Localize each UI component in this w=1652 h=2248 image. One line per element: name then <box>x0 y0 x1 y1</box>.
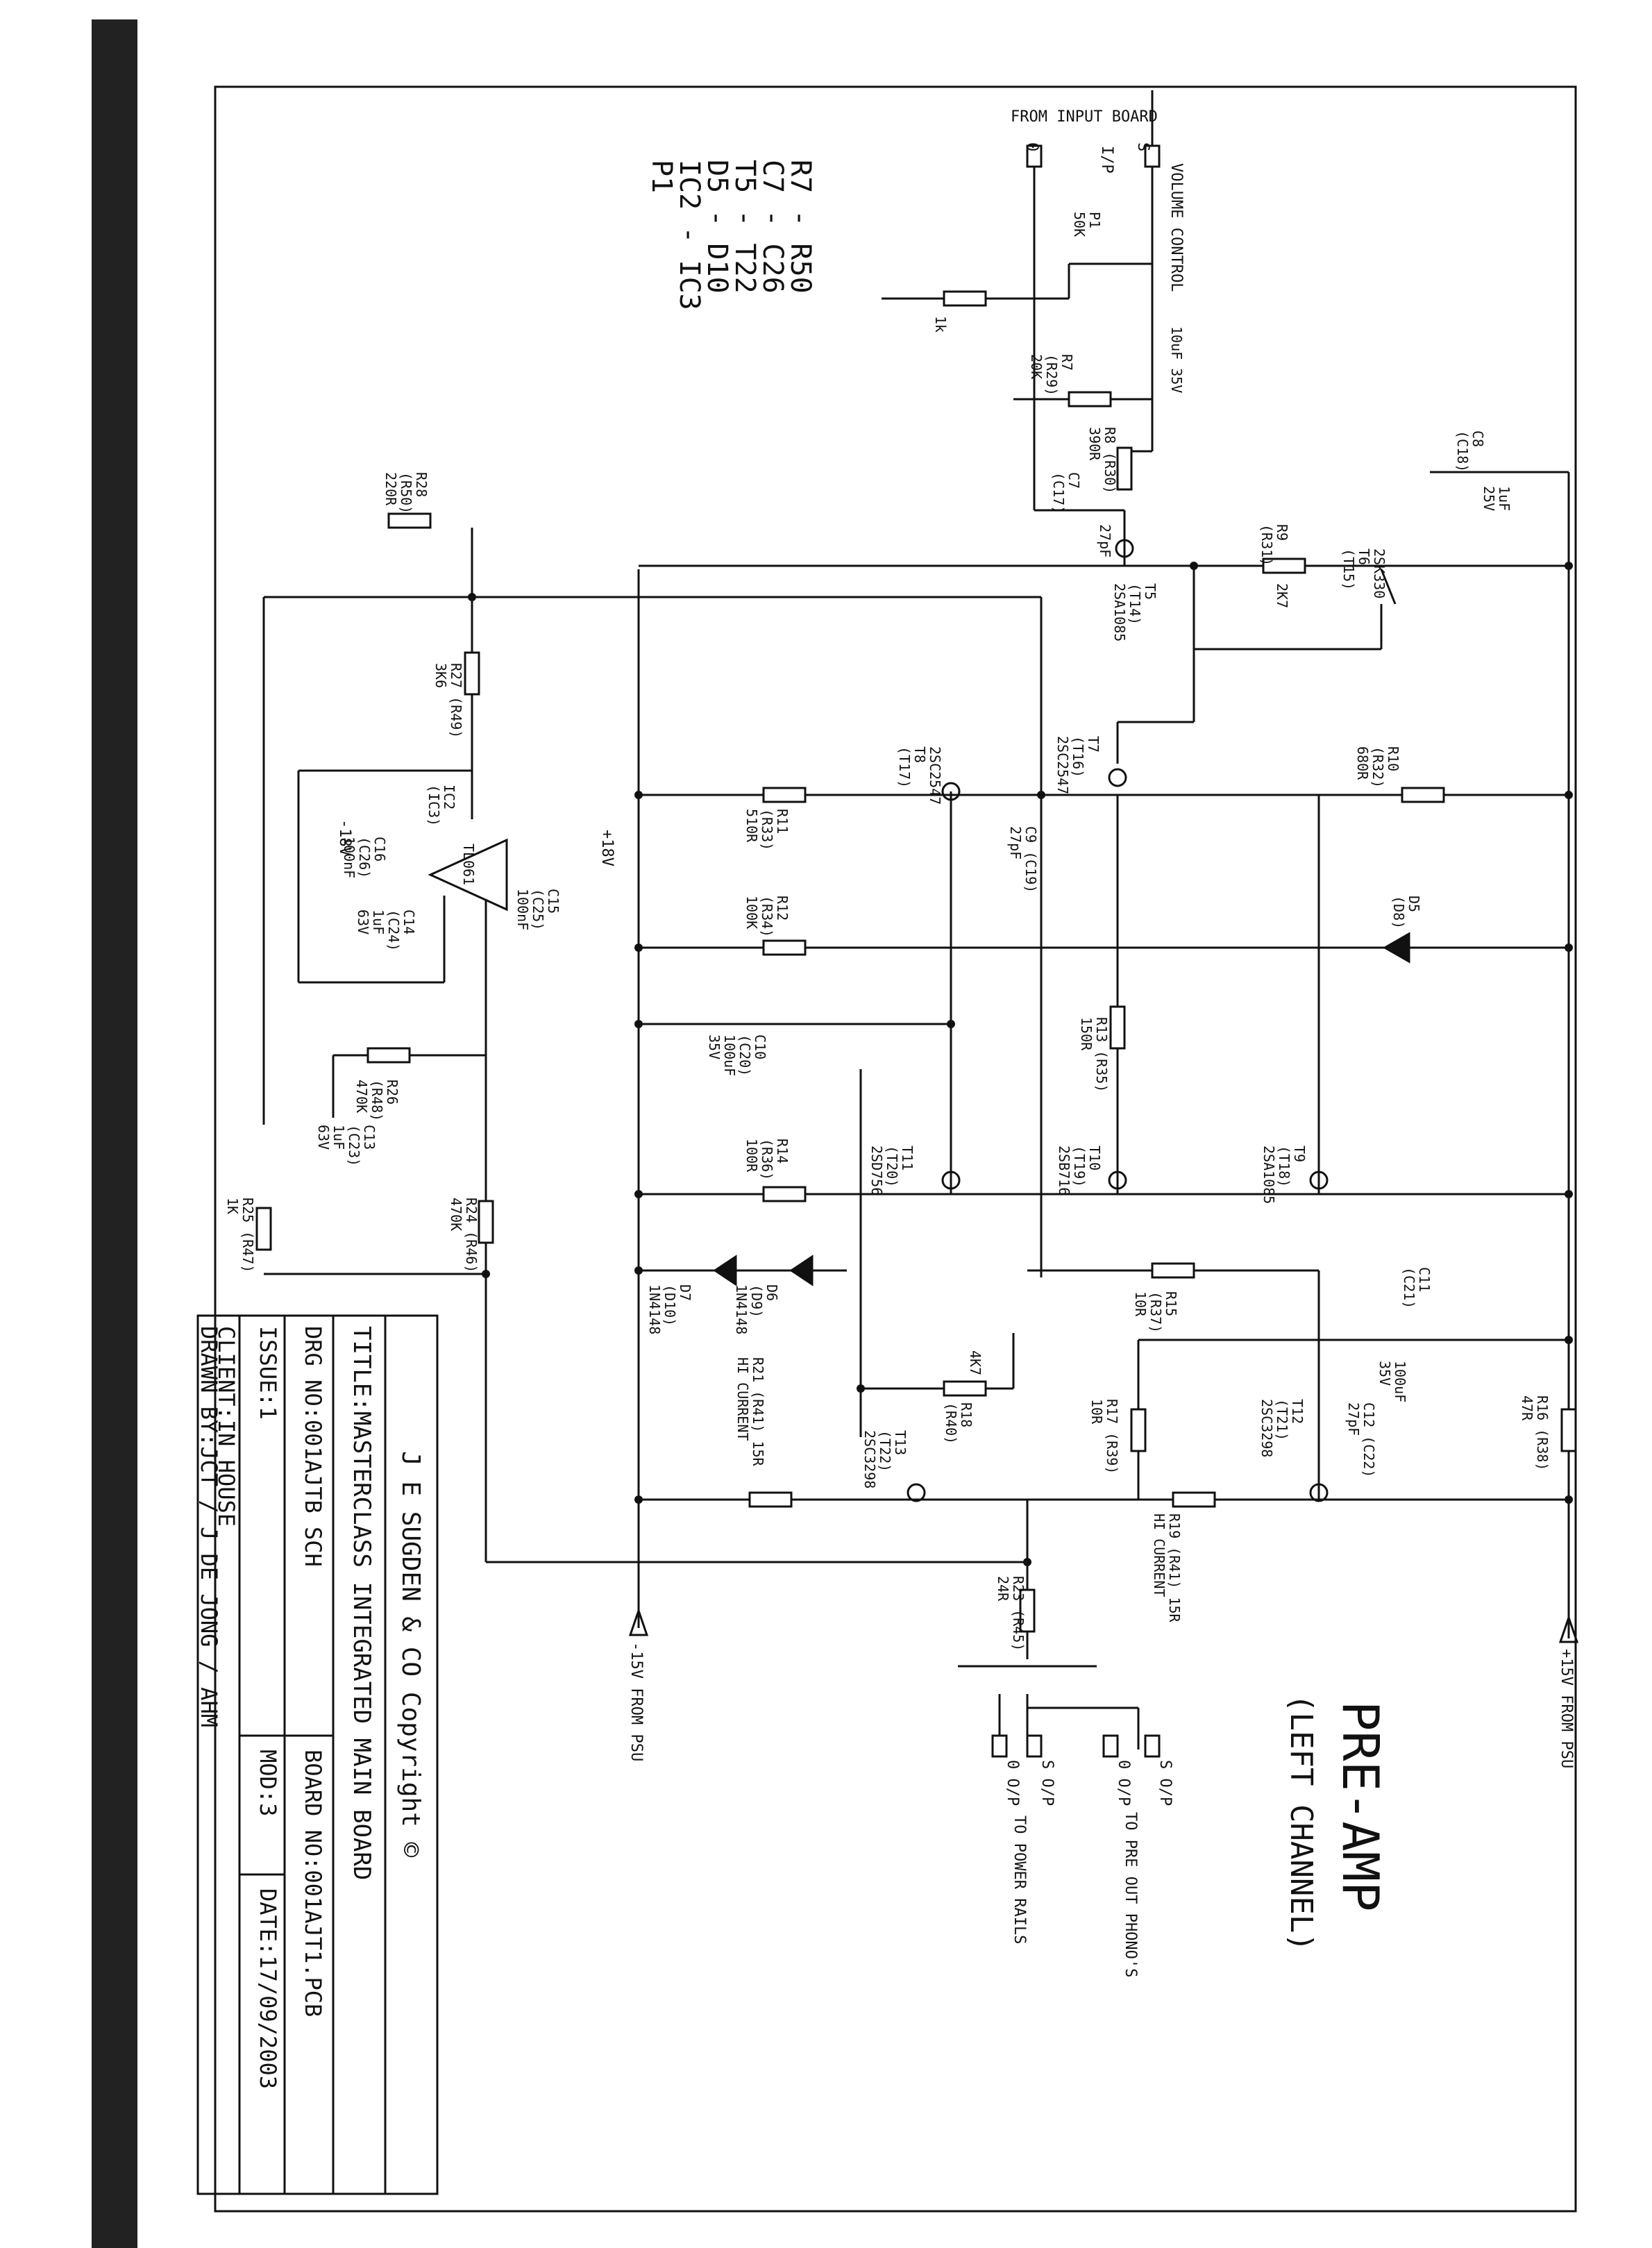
label-r9: R9(R31) <box>1258 524 1290 566</box>
input-header: FROM INPUT BOARD <box>1011 108 1158 126</box>
label-r8: R8 (R30)390R <box>1086 427 1118 494</box>
pre-out-s: S O/P <box>1156 1760 1174 1806</box>
label-r13: R13 (R35)150R <box>1078 1017 1110 1092</box>
label-c16: C16(C26)100nF <box>341 837 388 878</box>
label-r17: R17 (R39)10R <box>1088 1399 1120 1474</box>
subtitle-left-channel: (LEFT CHANNEL) <box>1283 1694 1319 1952</box>
label-t8: 2SC2547T8(T17) <box>896 746 943 805</box>
drawing-frame <box>214 85 1577 2213</box>
tb-mod: MOD:3 <box>255 1750 281 1816</box>
tb-issue: ISSUE:1 <box>255 1326 281 1420</box>
label-r18-val: 4K7 <box>967 1350 984 1375</box>
label-d5: D5(D8) <box>1390 896 1422 929</box>
label-r14: R14(R36)100R <box>743 1139 791 1180</box>
tb-drg: DRG NO:001AJTB SCH <box>300 1326 326 1567</box>
label-r16: R16 (R38)47R <box>1519 1395 1551 1470</box>
note-line-4: D5 - D10 <box>701 160 733 294</box>
label-r19: R19 (R41) 15RHI CURRENT <box>1151 1513 1183 1622</box>
note-line-5: IC2 - IC3 <box>673 160 705 310</box>
label-r24: R24 (R46)470K <box>448 1198 480 1273</box>
tb-title: TITLE:MASTERCLASS INTEGRATED MAIN BOARD <box>348 1326 376 1880</box>
label-t9: T9(T18)2SA1085 <box>1261 1146 1308 1204</box>
label-t12: T12(T21)2SC3298 <box>1258 1399 1306 1457</box>
label-d6: D6(D9)1N4148 <box>733 1284 780 1334</box>
tb-board: BOARD NO:001AJT1.PCB <box>300 1750 326 2017</box>
label-r9-val: 2K7 <box>1274 583 1290 608</box>
pos-supply-label: +15V FROM PSU <box>1558 1649 1575 1768</box>
tb-company: J E SUGDEN & CO Copyright © <box>396 1451 425 1858</box>
label-t13: T13(T22)2SC3298 <box>861 1430 909 1488</box>
label-r1k-in: 1k <box>932 316 949 333</box>
label-c8-val: 1uF25V <box>1481 486 1512 511</box>
rail-out-0: 0 O/P <box>1004 1760 1021 1806</box>
label-d7: D7(D10)1N4148 <box>646 1284 693 1334</box>
note-line-3: T5 - T22 <box>729 160 761 294</box>
label-r26: R26(R48)470K <box>353 1080 401 1121</box>
label-t5: T5(T14)2SA1085 <box>1111 583 1158 641</box>
label-r18: R18(R40) <box>943 1402 975 1444</box>
label-p1: P150K <box>1071 212 1103 237</box>
input-ground-label: 0 <box>1023 142 1040 151</box>
label-t7: T7(T16)2SC2547 <box>1054 736 1102 794</box>
label-c15: C15(C25)100nF <box>514 889 562 930</box>
title-block-frame <box>196 1314 439 2195</box>
tl061-symbol <box>428 838 508 912</box>
label-r21: R21 (R41) 15RHI CURRENT <box>734 1357 766 1466</box>
volume-control-label: VOLUME CONTROL <box>1168 163 1185 292</box>
note-line-2: C7 - C26 <box>757 160 789 294</box>
label-c9: C9 (C19)27pF <box>1007 826 1039 893</box>
label-c7-val: 27pF <box>1097 524 1113 557</box>
label-r27: R27 (R49)3K6 <box>432 663 464 738</box>
label-r15: R15(R37)10R <box>1132 1291 1179 1333</box>
label-c11: C11(C21) <box>1401 1267 1433 1309</box>
label-c10: C10(C20)100uF35V <box>706 1034 768 1076</box>
note-line-6: P1 <box>646 160 677 193</box>
label-r28: R28(R50)220R <box>382 472 430 514</box>
label-c12: C12 (C22)27pF <box>1345 1402 1377 1477</box>
pre-out-caption: TO PRE OUT PHONO'S <box>1122 1812 1139 1977</box>
label-t10: T10(T19)2SB716 <box>1056 1146 1103 1196</box>
title-preamp: PRE-AMP <box>1331 1701 1390 1911</box>
tb-date: DATE:17/09/2003 <box>255 1888 281 2089</box>
label-r23: R23 (R45)24R <box>995 1576 1027 1651</box>
label-tl061: TL061 <box>460 844 477 885</box>
label-t11: T11(T20)2SD756 <box>868 1146 916 1196</box>
label-c8: C8(C18) <box>1454 430 1486 472</box>
label-r10: R10(R32)680R <box>1354 746 1401 788</box>
opamp-pos-label: +18V <box>598 830 616 866</box>
label-c14: C14(C24)1uF63V <box>355 909 417 951</box>
tb-drawn: DRAWN BY:JCT / J DE JONG / AHM <box>196 1326 222 1727</box>
label-r12: R12(R34)100K <box>743 896 791 937</box>
input-s-label: S <box>1134 142 1152 151</box>
label-c7: C7(C17) <box>1050 472 1082 514</box>
label-r25: R25 (R47)1K <box>224 1198 256 1273</box>
note-line-1: R7 - R50 <box>784 160 816 294</box>
rail-out-caption: TO POWER RAILS <box>1011 1815 1028 1944</box>
label-c-in: 10uF 35V <box>1168 326 1185 393</box>
rail-out-s: S O/P <box>1038 1760 1056 1806</box>
opamp-neg-label: -18V <box>336 819 353 856</box>
label-t6: 2SK330T6(T15) <box>1340 548 1388 598</box>
pre-out-0: 0 O/P <box>1115 1760 1132 1806</box>
label-c11-val: 100uF35V <box>1376 1361 1408 1402</box>
input-ip-label: I/P <box>1098 146 1115 174</box>
label-ic2: IC2(IC3) <box>425 785 457 826</box>
tb-client: CLIENT:IN HOUSE <box>213 1326 239 1527</box>
label-r11: R11(R33)510R <box>743 809 791 850</box>
label-c13: C13(C23)1uF63V <box>315 1125 378 1166</box>
scan-border-strip <box>92 19 137 2248</box>
neg-supply-label: -15V FROM PSU <box>627 1642 645 1761</box>
label-r7: R7(R29)20K <box>1028 354 1075 396</box>
